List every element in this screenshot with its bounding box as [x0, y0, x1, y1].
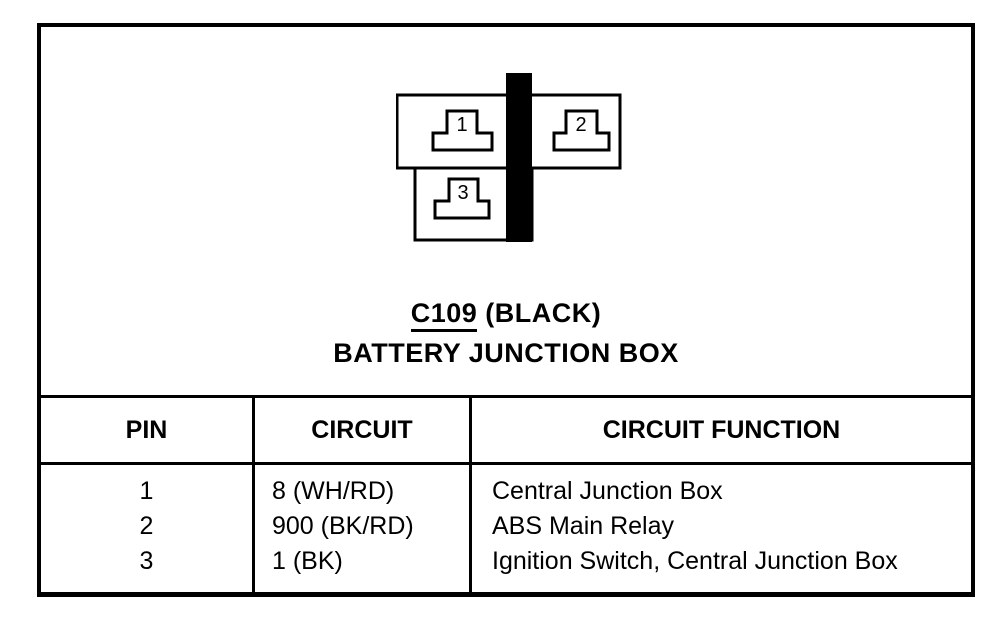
connector-face-diagram: 1 2 3 — [396, 73, 622, 242]
pin-2-terminal — [552, 109, 611, 152]
pin-3-number: 3 — [457, 182, 468, 204]
pin-3-terminal — [433, 177, 491, 220]
pinout-table: PIN CIRCUIT CIRCUIT FUNCTION 1 2 3 8 (WH… — [41, 395, 971, 592]
pin-2-number: 2 — [575, 114, 586, 136]
table-body: 1 2 3 8 (WH/RD) 900 (BK/RD) 1 (BK) Centr… — [41, 465, 971, 592]
circuit-value: 900 (BK/RD) — [272, 512, 414, 540]
connector-caption: C109 (BLACK) BATTERY JUNCTION BOX — [41, 293, 971, 373]
header-circuit: CIRCUIT — [255, 398, 472, 462]
circuit-column: 8 (WH/RD) 900 (BK/RD) 1 (BK) — [255, 465, 472, 592]
pin-column: 1 2 3 — [41, 465, 255, 592]
pin-1-terminal — [431, 109, 494, 152]
circuit-function-value: Ignition Switch, Central Junction Box — [492, 547, 898, 575]
table-header-row: PIN CIRCUIT CIRCUIT FUNCTION — [41, 398, 971, 465]
connector-name: BATTERY JUNCTION BOX — [333, 338, 679, 368]
connector-center-rib — [506, 73, 532, 242]
pin-1-number: 1 — [456, 114, 467, 136]
circuit-function-column: Central Junction Box ABS Main Relay Igni… — [472, 465, 971, 592]
figure-frame: 1 2 3 C109 (BLACK) BATTERY JUNCTION BOX … — [37, 23, 975, 597]
circuit-function-value: ABS Main Relay — [492, 512, 675, 540]
pin-value: 2 — [139, 512, 154, 540]
connector-code: C109 — [410, 298, 478, 332]
connector-color-label: (BLACK) — [485, 298, 602, 328]
pin-value: 1 — [139, 477, 154, 505]
pin-value: 3 — [139, 547, 154, 575]
header-pin: PIN — [41, 398, 255, 462]
connector-code-line: C109 (BLACK) — [41, 293, 971, 333]
circuit-value: 1 (BK) — [272, 547, 343, 575]
circuit-value: 8 (WH/RD) — [272, 477, 395, 505]
circuit-function-value: Central Junction Box — [492, 477, 723, 505]
header-circuit-function: CIRCUIT FUNCTION — [602, 415, 841, 444]
